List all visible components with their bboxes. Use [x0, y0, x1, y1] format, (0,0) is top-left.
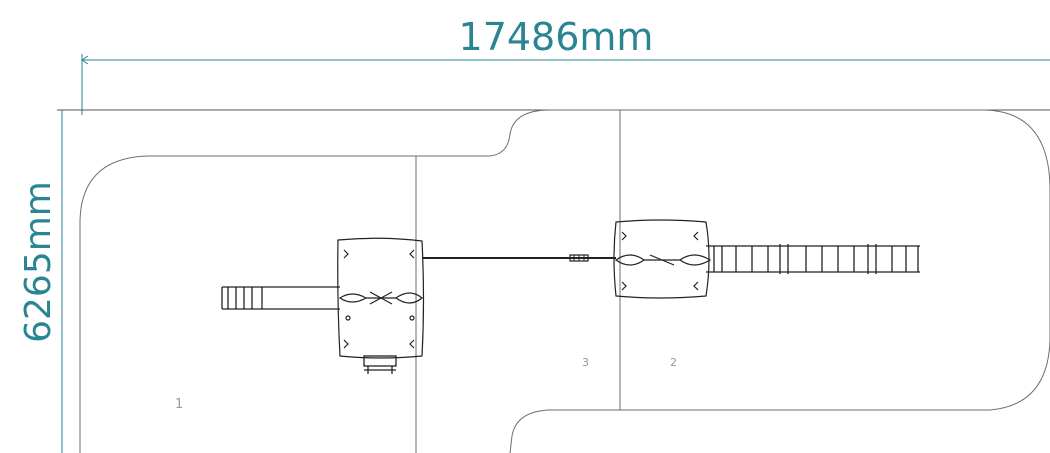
left-ladder	[221, 286, 340, 310]
zone-label-1: 1	[175, 397, 183, 412]
height-dimension	[57, 109, 1050, 453]
width-dimension-label: 17486mm	[459, 15, 654, 59]
zone-label-3: 3	[582, 356, 589, 369]
right-ladder	[706, 244, 920, 274]
safety-zone-outline	[79, 109, 1050, 453]
width-dimension	[81, 54, 1050, 115]
right-platform-tower	[613, 219, 712, 299]
height-dimension-label: 6265mm	[18, 181, 59, 343]
left-step	[363, 355, 397, 374]
connecting-bridge	[422, 254, 616, 262]
left-platform-tower	[337, 237, 425, 359]
zone-label-2: 2	[670, 356, 677, 369]
